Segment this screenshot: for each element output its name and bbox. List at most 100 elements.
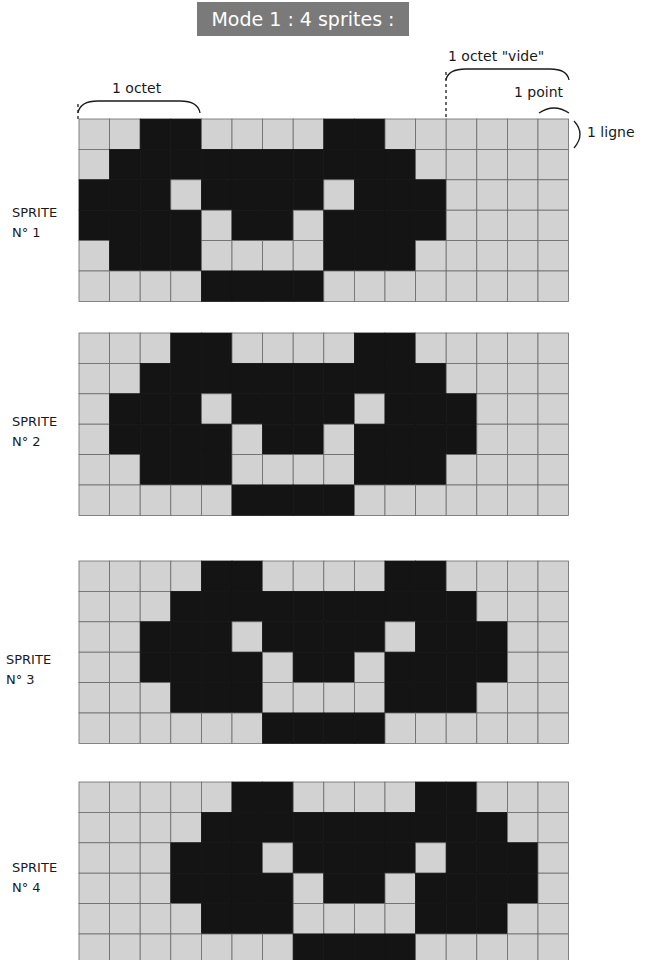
pixel-on: [416, 683, 447, 713]
pixel-off: [538, 485, 569, 515]
pixel-off: [477, 271, 508, 301]
pixel-off: [79, 149, 110, 179]
pixel-off: [79, 333, 110, 363]
pixel-off: [79, 812, 110, 842]
pixel-off: [263, 652, 294, 682]
pixel-on: [446, 394, 477, 424]
pixel-on: [201, 904, 232, 934]
pixel-off: [538, 180, 569, 210]
pixel-off: [110, 904, 141, 934]
pixel-off: [293, 782, 324, 812]
point-label: 1 point: [514, 83, 563, 102]
pixel-on: [232, 363, 263, 393]
pixel-on: [201, 873, 232, 903]
pixel-off: [232, 333, 263, 363]
pixel-off: [201, 485, 232, 515]
pixel-off: [507, 455, 538, 485]
pixel-off: [477, 934, 508, 960]
pixel-on: [324, 622, 355, 652]
sprite-label: SPRITE N° 4: [12, 858, 70, 897]
pixel-on: [263, 363, 294, 393]
pixel-on: [354, 180, 385, 210]
pixel-off: [416, 485, 447, 515]
line-bracket: [574, 121, 580, 148]
pixel-off: [140, 591, 171, 621]
pixel-off: [79, 455, 110, 485]
pixel-on: [416, 591, 447, 621]
pixel-on: [416, 180, 447, 210]
pixel-off: [79, 394, 110, 424]
line-label: 1 ligne: [587, 123, 635, 142]
pixel-off: [446, 561, 477, 591]
pixel-on: [507, 843, 538, 873]
pixel-off: [263, 561, 294, 591]
pixel-off: [110, 652, 141, 682]
pixel-off: [446, 363, 477, 393]
pixel-off: [446, 271, 477, 301]
pixel-on: [140, 455, 171, 485]
pixel-on: [263, 713, 294, 743]
pixel-on: [110, 210, 141, 240]
pixel-off: [201, 713, 232, 743]
pixel-off: [79, 119, 110, 149]
pixel-off: [201, 782, 232, 812]
pixel-off: [507, 782, 538, 812]
pixel-on: [446, 591, 477, 621]
pixel-off: [171, 561, 202, 591]
pixel-on: [110, 149, 141, 179]
pixel-on: [416, 873, 447, 903]
pixel-off: [232, 424, 263, 454]
pixel-on: [171, 363, 202, 393]
pixel-on: [201, 652, 232, 682]
pixel-off: [263, 333, 294, 363]
pixel-on: [446, 843, 477, 873]
pixel-off: [140, 485, 171, 515]
pixel-off: [477, 591, 508, 621]
pixel-on: [171, 873, 202, 903]
pixel-off: [446, 241, 477, 271]
pixel-off: [324, 455, 355, 485]
pixel-off: [507, 904, 538, 934]
pixel-off: [538, 241, 569, 271]
pixel-off: [446, 934, 477, 960]
pixel-off: [140, 713, 171, 743]
pixel-off: [538, 713, 569, 743]
pixel-off: [477, 394, 508, 424]
pixel-on: [293, 271, 324, 301]
sprite-label: SPRITE N° 2: [12, 412, 70, 451]
pixel-on: [140, 210, 171, 240]
pixel-off: [538, 873, 569, 903]
pixel-on: [201, 424, 232, 454]
pixel-on: [293, 149, 324, 179]
pixel-off: [354, 652, 385, 682]
pixel-off: [171, 812, 202, 842]
pixel-on: [446, 424, 477, 454]
pixel-on: [293, 394, 324, 424]
pixel-off: [201, 934, 232, 960]
pixel-off: [263, 241, 294, 271]
pixel-on: [171, 149, 202, 179]
pixel-off: [79, 622, 110, 652]
pixel-off: [79, 241, 110, 271]
pixel-off: [416, 713, 447, 743]
pixel-off: [416, 333, 447, 363]
pixel-off: [263, 843, 294, 873]
pixel-on: [232, 180, 263, 210]
pixel-off: [416, 241, 447, 271]
pixel-on: [385, 455, 416, 485]
pixel-off: [79, 485, 110, 515]
pixel-off: [140, 904, 171, 934]
pixel-off: [263, 455, 294, 485]
pixel-on: [416, 782, 447, 812]
pixel-off: [507, 241, 538, 271]
pixel-on: [293, 180, 324, 210]
pixel-off: [201, 394, 232, 424]
pixel-off: [507, 363, 538, 393]
pixel-off: [79, 934, 110, 960]
pixel-off: [477, 210, 508, 240]
pixel-on: [324, 812, 355, 842]
empty-byte-tick: [445, 72, 446, 119]
pixel-on: [416, 394, 447, 424]
pixel-on: [110, 241, 141, 271]
pixel-on: [201, 812, 232, 842]
